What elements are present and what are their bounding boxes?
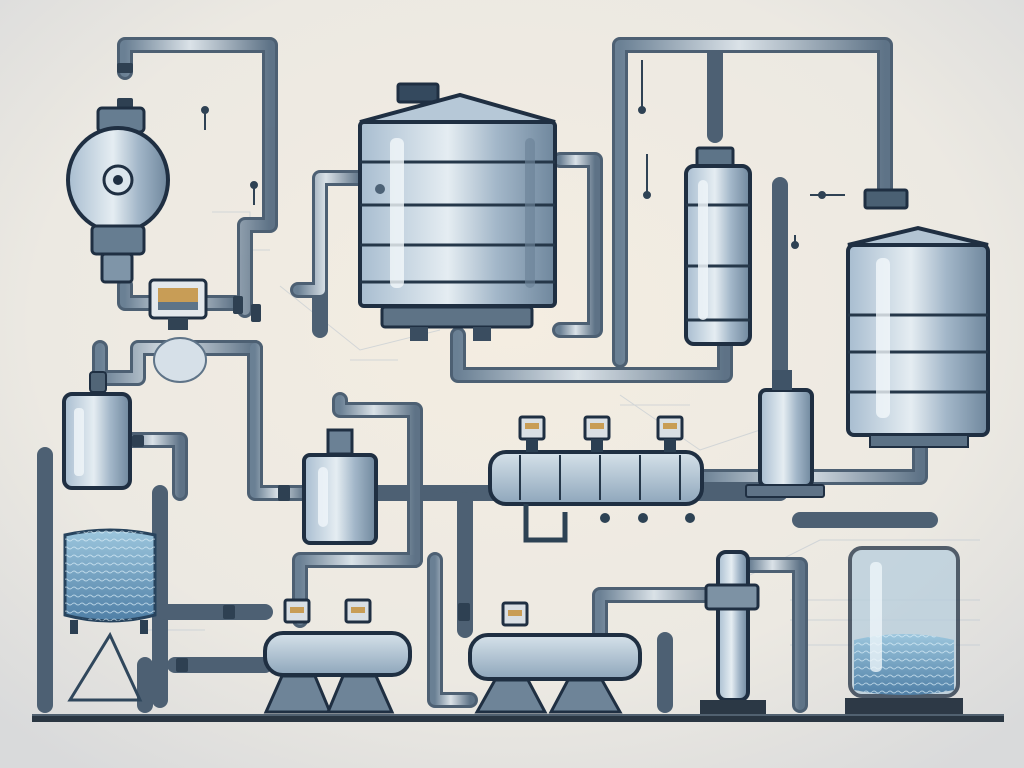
floor bbox=[32, 714, 1004, 722]
bottom-right-column bbox=[700, 550, 766, 714]
center-large-tank bbox=[358, 82, 557, 341]
center-horizontal-header bbox=[488, 415, 704, 543]
left-gauge-box bbox=[148, 278, 208, 383]
center-small-vessel bbox=[302, 428, 378, 545]
bottom-right-glass-container bbox=[845, 546, 963, 714]
right-vertical-column bbox=[745, 370, 825, 498]
bottom-left-horizontal-tank bbox=[263, 598, 412, 714]
left-small-vessel bbox=[62, 371, 132, 490]
hanging-sensors bbox=[201, 60, 845, 249]
left-water-drum bbox=[63, 528, 157, 702]
left-sphere-vessel bbox=[66, 106, 170, 284]
bottom-center-horizontal-tank bbox=[468, 601, 642, 714]
right-large-tank bbox=[846, 188, 990, 448]
right-tall-filter bbox=[684, 146, 752, 346]
